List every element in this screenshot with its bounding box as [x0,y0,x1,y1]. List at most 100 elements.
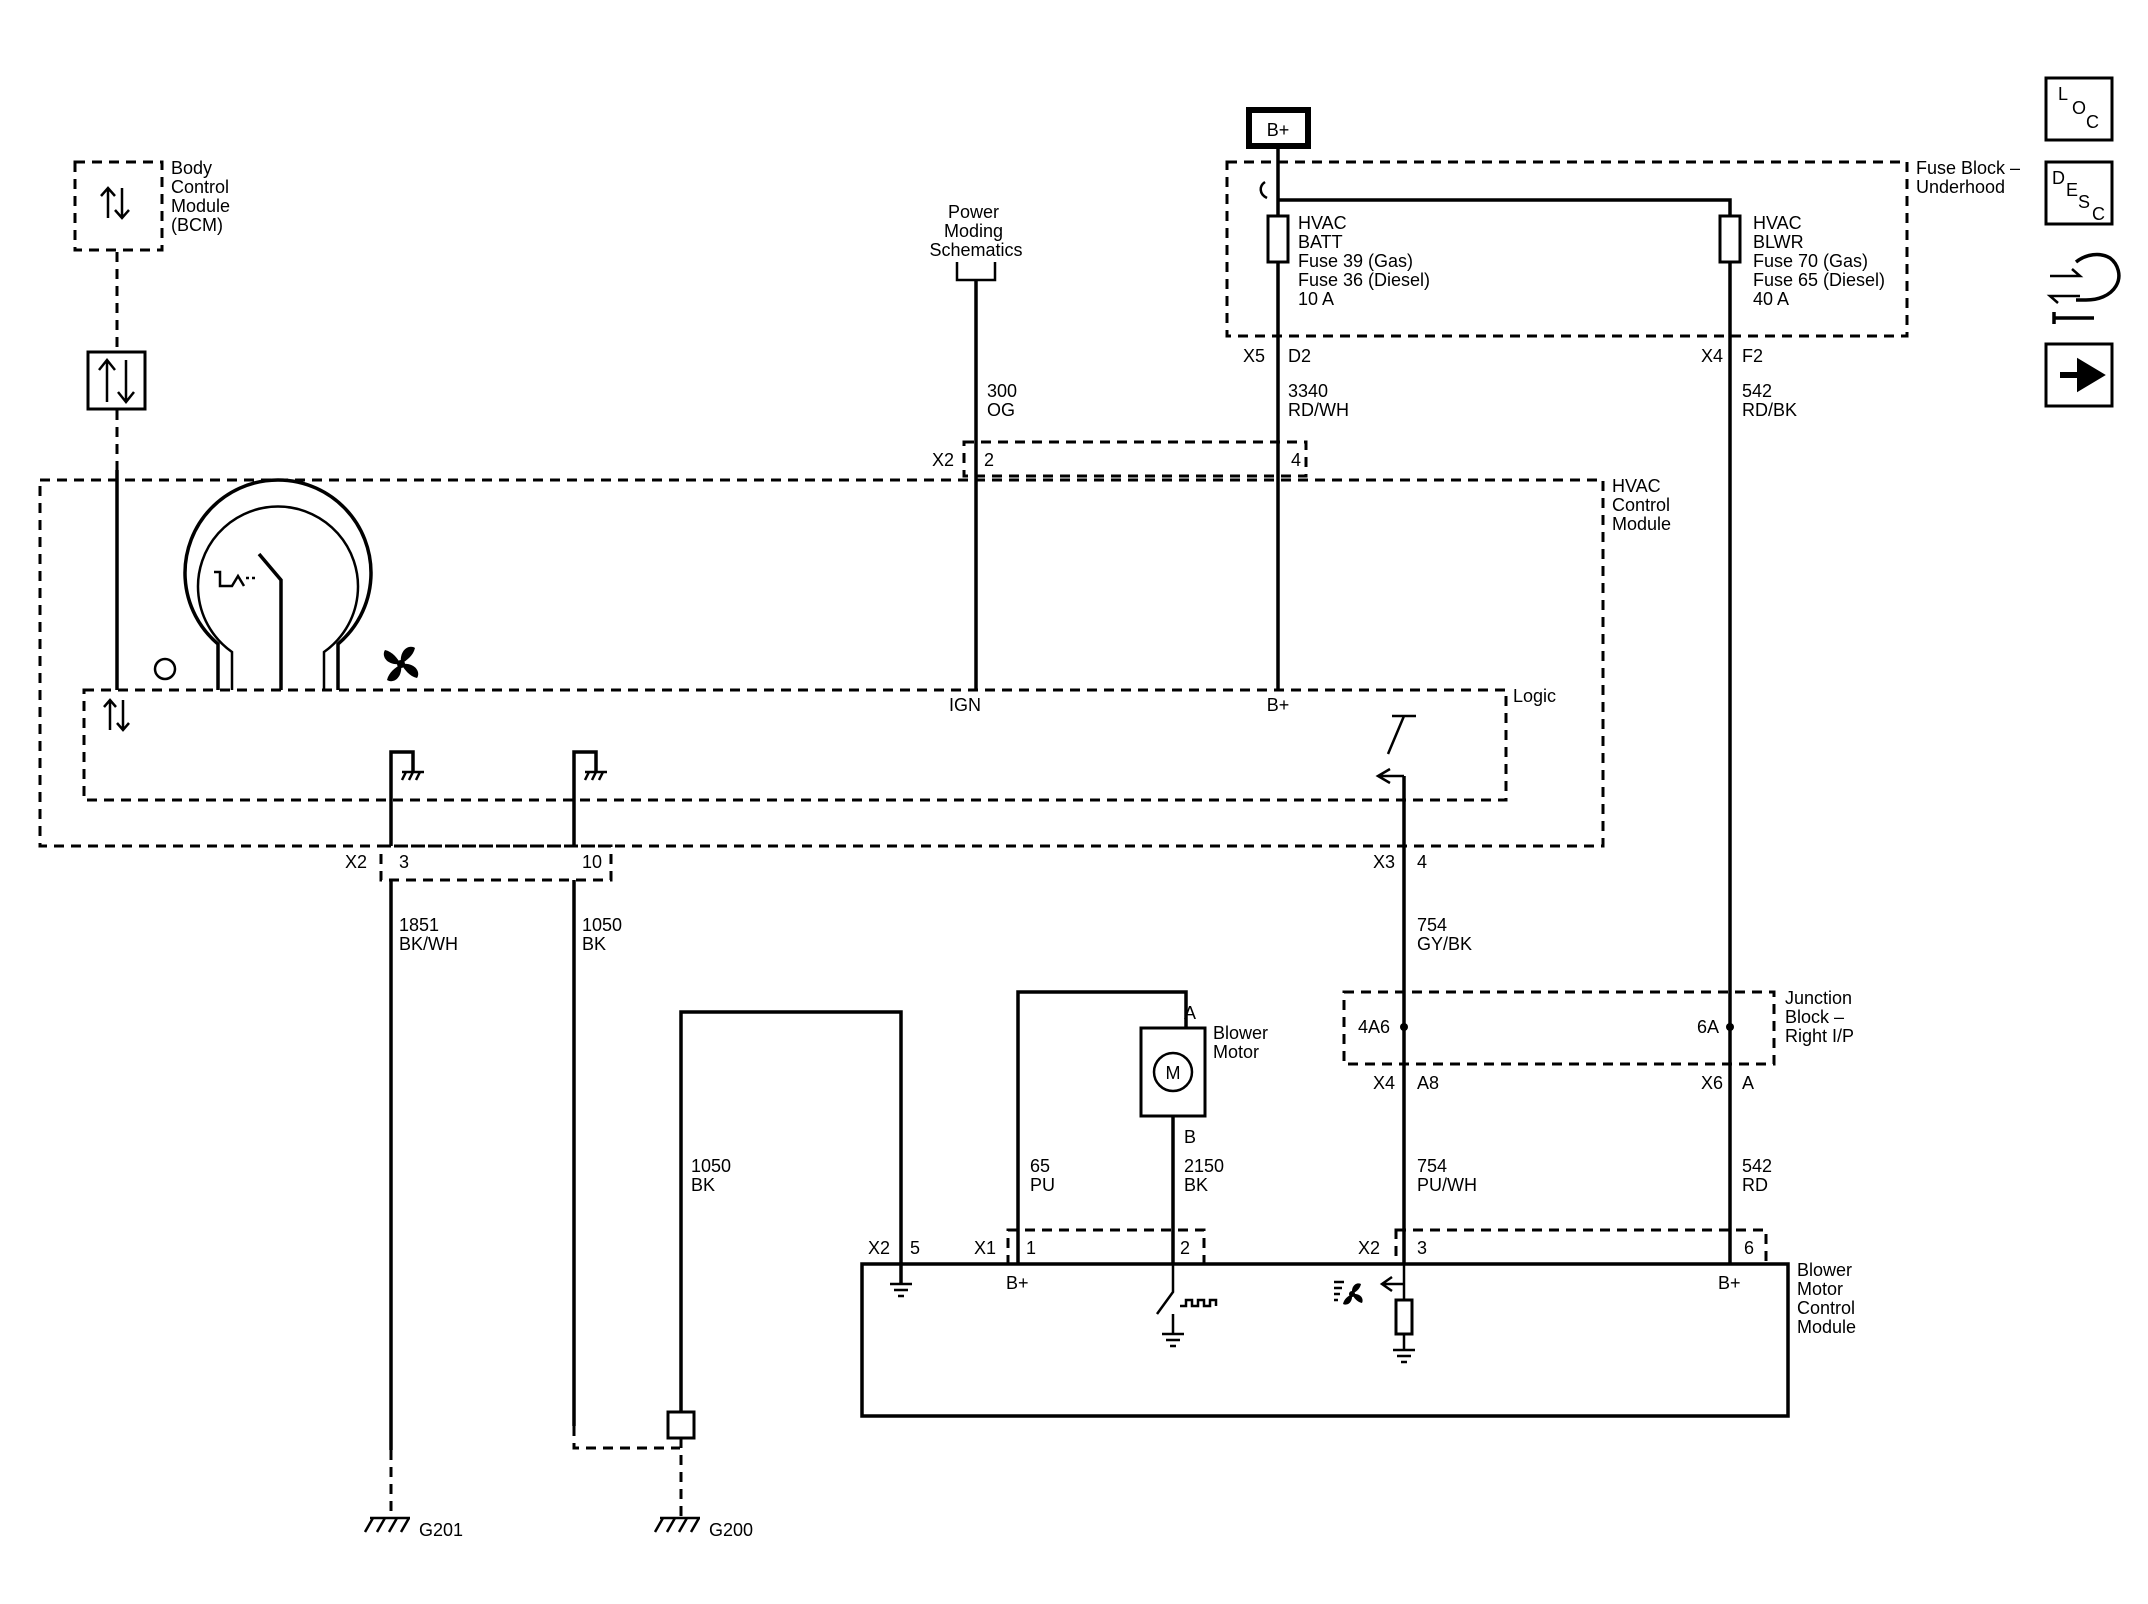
wire-1050-blower-label: 1050 BK [691,1156,736,1195]
svg-text:D: D [2052,168,2065,188]
description-view-button[interactable]: D E S C [2044,160,2114,226]
logic-switch-icon [1375,714,1416,785]
svg-text:C: C [2092,204,2105,224]
wire-1050-internal [572,750,598,846]
wire-300-label: 300 OG [987,381,1022,420]
fuse-block-label: Fuse Block – Underhood [1916,158,2025,197]
connector-x2-top-label: X2 [932,450,954,470]
hvac-control-module-label: HVAC Control Module [1612,476,1675,534]
connector-x5-label: X5 [1243,346,1265,366]
wire-542-rdbk-label: 542 RD/BK [1742,381,1797,420]
svg-text:X2: X2 [868,1238,890,1258]
svg-text:X2: X2 [1358,1238,1380,1258]
svg-text:B+: B+ [1267,120,1290,140]
ground-g201-icon[interactable] [363,1516,411,1533]
fan-speed-icon [1334,1280,1363,1305]
connector-x4-top-label: X4 [1701,346,1723,366]
wire-3340-label: 3340 RD/WH [1288,381,1349,420]
svg-text:L: L [2058,84,2068,104]
wire-1851-internal [389,750,415,846]
connector-x2-mid[interactable] [379,844,613,882]
fuse-hvac-batt-label: HVAC BATT Fuse 39 (Gas) Fuse 36 (Diesel)… [1298,213,1435,309]
svg-text:2: 2 [984,450,994,470]
svg-text:1: 1 [1026,1238,1036,1258]
svg-text:2: 2 [1180,1238,1190,1258]
svg-text:6A: 6A [1697,1017,1719,1037]
svg-text:A: A [1742,1073,1754,1093]
module-ground-icon [890,1264,912,1298]
location-view-button[interactable]: L O C [2044,76,2114,142]
ground-g200-icon[interactable] [653,1516,701,1533]
svg-text:4: 4 [1291,450,1301,470]
svg-text:B+: B+ [1006,1273,1029,1293]
svg-text:4: 4 [1417,852,1427,872]
blower-motor-label: Blower Motor [1213,1023,1273,1062]
off-position-icon [153,657,177,681]
svg-text:O: O [2072,98,2086,118]
svg-text:C: C [2086,112,2099,132]
bcm-module[interactable] [73,160,164,252]
ground-g201-label: G201 [419,1520,463,1540]
pwm-switch-icon [1155,1264,1218,1348]
blower-motor-control-module-label: Blower Motor Control Module [1797,1260,1860,1337]
fan-icon [383,646,419,682]
wire-1851-label: 1851 BK/WH [399,915,458,954]
svg-text:10: 10 [582,852,602,872]
wire-1050-blower[interactable] [679,1010,903,1412]
svg-text:M: M [1166,1063,1181,1083]
svg-text:6: 6 [1744,1238,1754,1258]
battery-positive-box[interactable]: B+ [1246,107,1311,149]
serial-data-arrows-icon [103,698,130,732]
troubleshooting-hand-icon[interactable] [2046,252,2121,324]
svg-text:4A6: 4A6 [1358,1017,1390,1037]
connector-x2-top[interactable] [962,440,1308,478]
svg-text:B: B [1184,1127,1196,1147]
junction-block-label: Junction Block – Right I/P [1785,988,1857,1046]
svg-text:E: E [2066,180,2078,200]
svg-text:3: 3 [399,852,409,872]
svg-text:B+: B+ [1718,1273,1741,1293]
fuse-hvac-blwr-label: HVAC BLWR Fuse 70 (Gas) Fuse 65 (Diesel)… [1753,213,1890,309]
blower-motor-control-module[interactable] [860,1262,1790,1418]
next-page-button[interactable] [2044,342,2114,408]
svg-text:X4: X4 [1373,1073,1395,1093]
logic-ground-icon [583,770,607,781]
wire-542-rd-label: 542 RD [1742,1156,1777,1195]
junction-block-right-ip[interactable] [1342,990,1776,1066]
fuse-hvac-blwr[interactable] [1718,214,1742,264]
connector-x2-mid-label: X2 [345,852,367,872]
connector-x2-bottom[interactable] [1394,1228,1768,1266]
blower-speed-feedback-icon [1379,1264,1415,1364]
logic-ground-icon [400,770,424,781]
svg-text:D2: D2 [1288,346,1311,366]
power-moding-label[interactable]: Power Moding Schematics [929,202,1022,260]
wire-2150-label: 2150 BK [1184,1156,1229,1195]
svg-text:3: 3 [1417,1238,1427,1258]
wire-1050-label: 1050 BK [582,915,627,954]
fuse-block-underhood[interactable] [1225,160,1909,338]
svg-text:F2: F2 [1742,346,1763,366]
logic-block[interactable] [82,688,1508,802]
ign-terminal-label: IGN [949,695,981,715]
splice-icon[interactable] [666,1410,696,1440]
serial-data-icon [86,350,147,411]
logic-label: Logic [1513,686,1556,706]
logic-bplus-label: B+ [1267,695,1290,715]
connector-x3-label: X3 [1373,852,1395,872]
svg-text:X6: X6 [1701,1073,1723,1093]
wire-65[interactable] [1016,990,1188,1264]
svg-text:5: 5 [910,1238,920,1258]
svg-text:A8: A8 [1417,1073,1439,1093]
ground-g200-label: G200 [709,1520,753,1540]
bcm-label: Body Control Module (BCM) [171,158,235,235]
wire-754-puwh-label: 754 PU/WH [1417,1156,1477,1195]
connector-x1-label: X1 [974,1238,996,1258]
svg-text:S: S [2078,192,2090,212]
svg-text:A: A [1184,1003,1196,1023]
wire-65-label: 65 PU [1030,1156,1055,1195]
hvac-control-module-boundary[interactable] [38,478,1605,848]
blower-speed-knob-icon[interactable] [183,478,373,690]
motor-icon [1152,1051,1194,1093]
wire-754-gybk-label: 754 GY/BK [1417,915,1472,954]
